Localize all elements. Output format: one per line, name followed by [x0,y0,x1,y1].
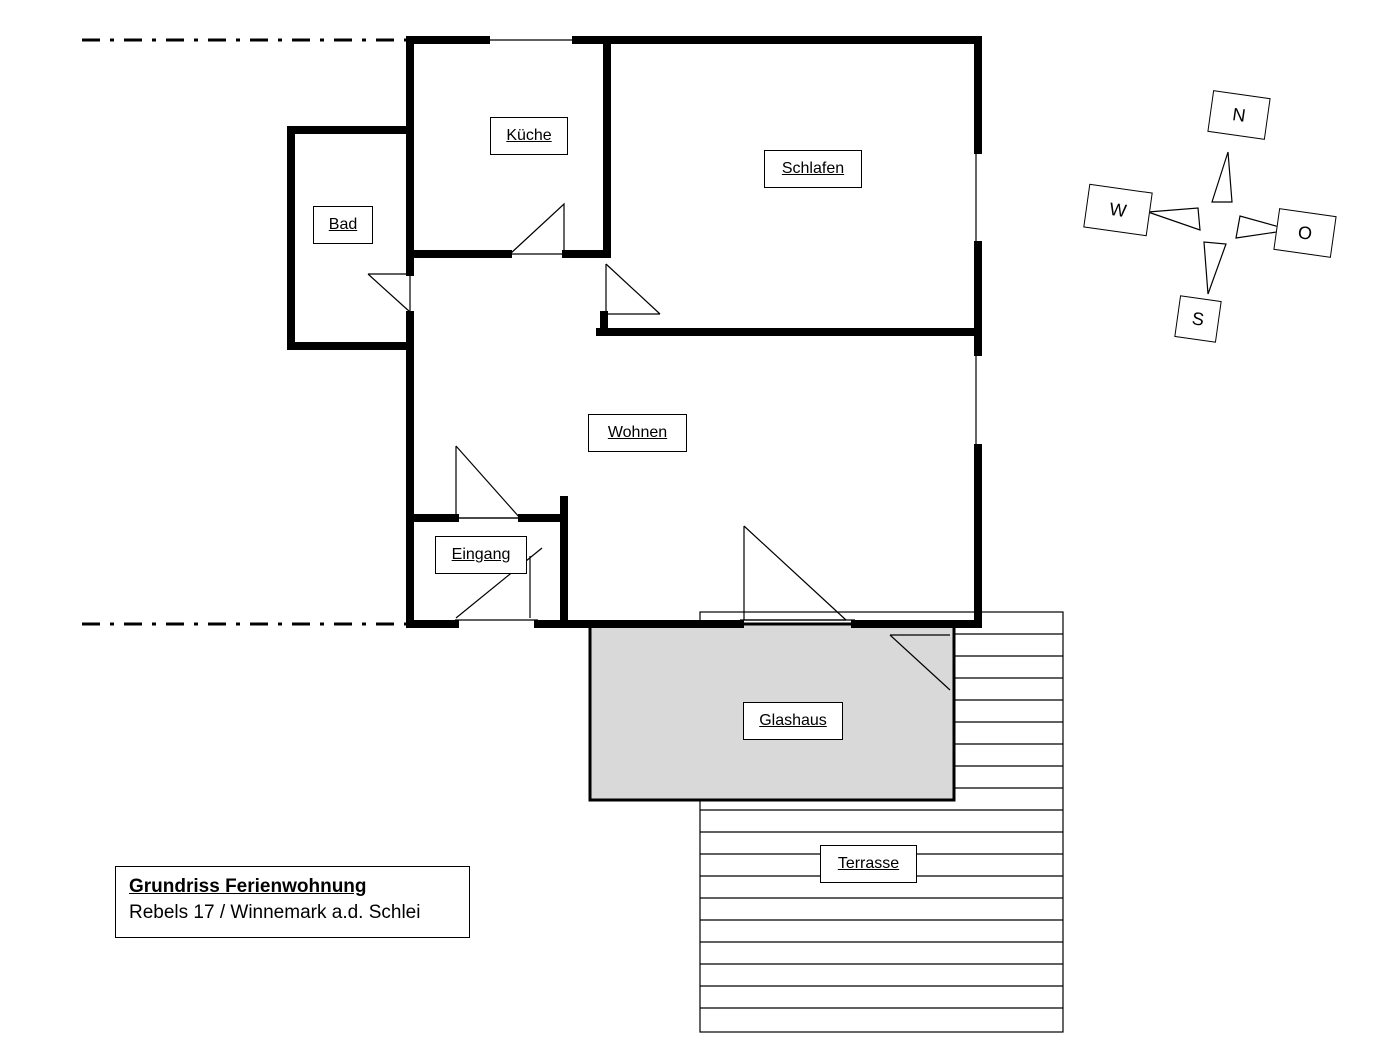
bad-walls [287,126,414,350]
north-arrow-icon [1211,151,1233,203]
plan-title-box: Grundriss Ferienwohnung Rebels 17 / Winn… [115,866,470,938]
south-arrow-icon [1203,241,1227,295]
compass-south: S [1174,295,1222,343]
compass-west: W [1083,183,1153,237]
west-arrow-icon [1147,207,1201,231]
outer-walls [406,36,982,628]
door-swings [367,202,847,621]
room-label-terrasse: Terrasse [820,845,917,883]
plan-title: Grundriss Ferienwohnung [129,876,367,897]
glashaus-door-swing [889,634,951,691]
compass-north: N [1207,90,1271,140]
interior-walls [406,36,982,628]
room-label-bad: Bad [313,206,373,244]
room-label-schlafen: Schlafen [764,150,862,188]
east-arrow-icon [1235,215,1291,239]
room-label-wohnen: Wohnen [588,414,687,452]
compass-arrows [1147,151,1291,295]
room-label-kueche: Küche [490,117,568,155]
room-label-glashaus: Glashaus [743,702,843,740]
compass-east: O [1273,208,1337,258]
plan-address: Rebels 17 / Winnemark a.d. Schlei [129,902,421,923]
room-label-eingang: Eingang [435,536,527,574]
